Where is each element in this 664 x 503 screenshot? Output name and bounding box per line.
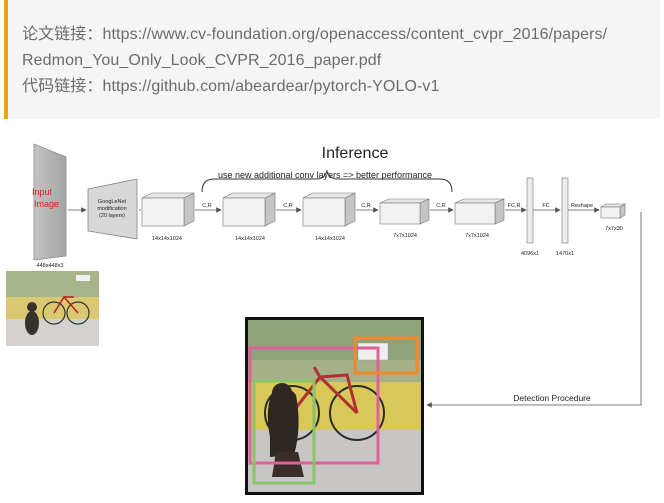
detection-label: Detection Procedure: [513, 393, 591, 403]
paper-link-url[interactable]: https://www.cv-foundation.org/openaccess…: [102, 26, 608, 43]
edge-label-1: C,R: [202, 203, 212, 209]
edge-label-4: C,R: [436, 203, 446, 209]
block-5-size: 7x7x1024: [465, 233, 489, 239]
paper-link-line: 论文链接：https://www.cv-foundation.org/opena…: [22, 22, 646, 48]
code-link-label: 代码链接：: [22, 78, 103, 95]
block-1: [141, 192, 195, 227]
paper-link-line-2: Redmon_You_Only_Look_CVPR_2016_paper.pdf: [22, 48, 646, 74]
edge-label-6: FC: [542, 203, 549, 209]
block-3: [302, 192, 356, 227]
input-size-label: 448x448x3: [37, 263, 64, 269]
googlenet-block: [87, 178, 138, 240]
bbox-dog: [252, 379, 316, 485]
detection-photo: [245, 317, 424, 495]
block-1-size: 14x14x1024: [152, 236, 182, 242]
bbox-car: [353, 336, 419, 375]
code-link-line: 代码链接：https://github.com/abeardear/pytorc…: [22, 74, 646, 100]
block-3-size: 14x14x1024: [315, 236, 345, 242]
googlenet-line2: modification: [97, 206, 126, 212]
input-label-line2: Image: [34, 199, 59, 209]
fc-layer-1: [526, 177, 534, 244]
yolo-diagram: Inference use new additional conv layers…: [6, 143, 642, 495]
paper-link-url-cont[interactable]: Redmon_You_Only_Look_CVPR_2016_paper.pdf: [22, 52, 382, 69]
edge-label-5: FC,R: [508, 203, 521, 209]
block-4-size: 7x7x1024: [393, 233, 417, 239]
fc-layer-2-size: 1470x1: [556, 251, 574, 257]
fc-layer-1-size: 4096x1: [521, 251, 539, 257]
edge-label-2: C,R: [283, 203, 293, 209]
googlenet-line1: GoogLeNet: [98, 199, 127, 205]
edge-label-7: Reshape: [571, 203, 593, 209]
input-label-line1: Input: [32, 187, 53, 197]
block-4: [379, 198, 430, 225]
brace-caption: use new additional conv layers => better…: [218, 170, 432, 180]
link-quote-block: 论文链接：https://www.cv-foundation.org/opena…: [4, 0, 660, 119]
code-link-url[interactable]: https://github.com/abeardear/pytorch-YOL…: [102, 78, 440, 95]
diagram-title: Inference: [322, 145, 389, 162]
paper-link-label: 论文链接：: [22, 26, 103, 43]
yolo-inference-figure: Inference use new additional conv layers…: [2, 137, 660, 503]
output-tensor: [599, 203, 627, 219]
output-size: 7x7x30: [605, 226, 623, 232]
block-2: [222, 192, 276, 227]
brace: [201, 169, 453, 193]
detection-arrow: [426, 212, 642, 408]
input-photo: [6, 271, 99, 346]
edge-label-3: C,R: [361, 203, 371, 209]
input-image-slab: [33, 143, 67, 261]
block-5: [454, 198, 505, 225]
googlenet-line3: (20 layers): [99, 213, 125, 219]
fc-layer-2: [561, 177, 569, 244]
block-2-size: 14x14x1024: [235, 236, 265, 242]
